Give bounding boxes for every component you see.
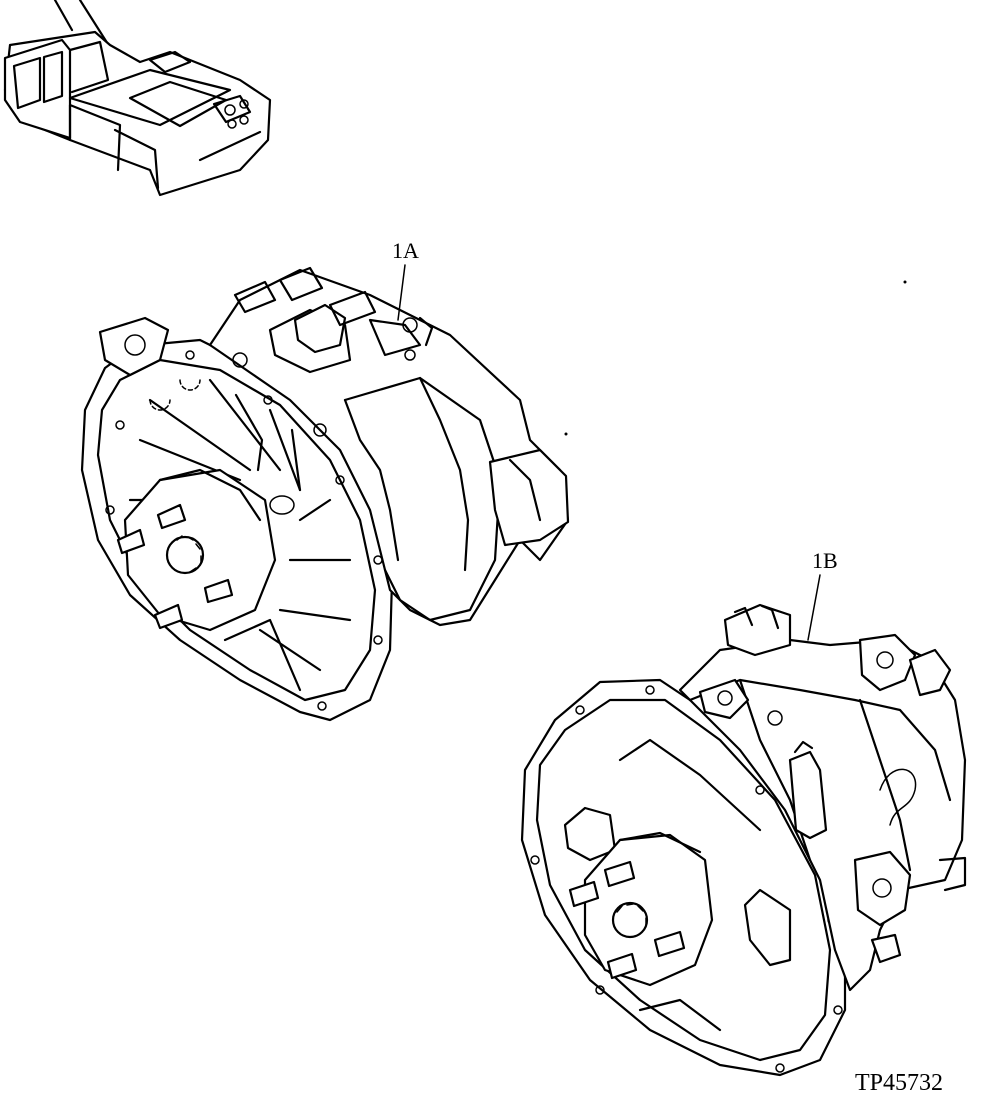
- callout-1a-label: 1A: [392, 238, 419, 263]
- callout-1b-label: 1B: [812, 548, 838, 573]
- hydraulic-pump-1a: [80, 266, 570, 722]
- callout-1b: 1B: [807, 548, 838, 641]
- figure-reference: TP45732: [855, 1070, 943, 1096]
- speck: [903, 280, 907, 284]
- excavator-locator-icon: [3, 0, 272, 197]
- hydraulic-pump-1b: [520, 603, 967, 1077]
- speck: [564, 432, 568, 436]
- callout-1a: 1A: [392, 238, 419, 321]
